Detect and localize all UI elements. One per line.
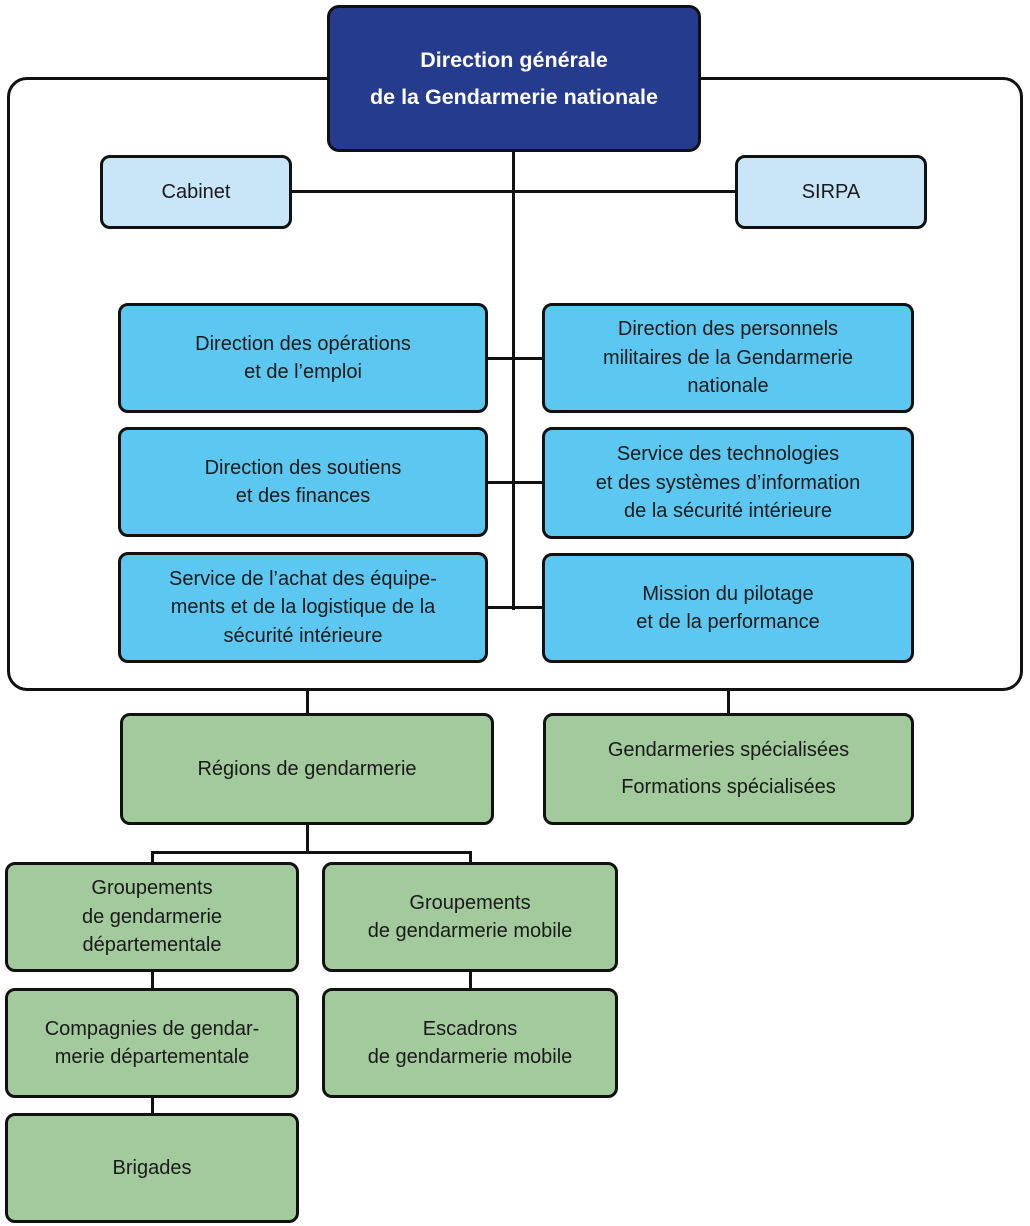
connector-frame-to-regions <box>306 689 309 715</box>
connector-cabinet-sirpa <box>290 190 737 193</box>
node-service-achat: Service de l’achat des équipe- ments et … <box>118 552 488 663</box>
connector-groupements-compagnies <box>151 970 154 990</box>
node-regions-gendarmerie: Régions de gendarmerie <box>120 713 494 825</box>
node-sirpa: SIRPA <box>735 155 927 229</box>
node-cabinet: Cabinet <box>100 155 292 229</box>
connector-compagnies-brigades <box>151 1096 154 1115</box>
node-compagnies-departementale: Compagnies de gendar- merie départementa… <box>5 988 299 1098</box>
node-mission-pilotage: Mission du pilotage et de la performance <box>542 553 914 663</box>
connector-row3 <box>486 606 544 609</box>
connector-branch-horizontal <box>151 851 472 854</box>
connector-frame-to-specialisees <box>727 689 730 715</box>
connector-branch-to-groupements-departementale <box>151 851 154 864</box>
node-direction-generale: Direction générale de la Gendarmerie nat… <box>327 5 701 152</box>
node-direction-operations: Direction des opérations et de l’emploi <box>118 303 488 413</box>
connector-groupements-escadrons <box>469 970 472 990</box>
connector-regions-down <box>306 823 309 854</box>
node-direction-personnels: Direction des personnels militaires de l… <box>542 303 914 413</box>
node-direction-soutiens: Direction des soutiens et des finances <box>118 427 488 537</box>
node-gendarmeries-specialisees: Gendarmeries spécialisées Formations spé… <box>543 713 914 825</box>
node-groupements-departementale: Groupements de gendarmerie départemental… <box>5 862 299 972</box>
connector-row2 <box>486 481 544 484</box>
connector-row1 <box>486 357 544 360</box>
node-escadrons-mobile: Escadrons de gendarmerie mobile <box>322 988 618 1098</box>
node-service-technologies: Service des technologies et des systèmes… <box>542 427 914 539</box>
node-brigades: Brigades <box>5 1113 299 1223</box>
connector-branch-to-groupements-mobile <box>469 851 472 864</box>
connector-spine-vertical <box>512 150 515 610</box>
node-groupements-mobile: Groupements de gendarmerie mobile <box>322 862 618 972</box>
